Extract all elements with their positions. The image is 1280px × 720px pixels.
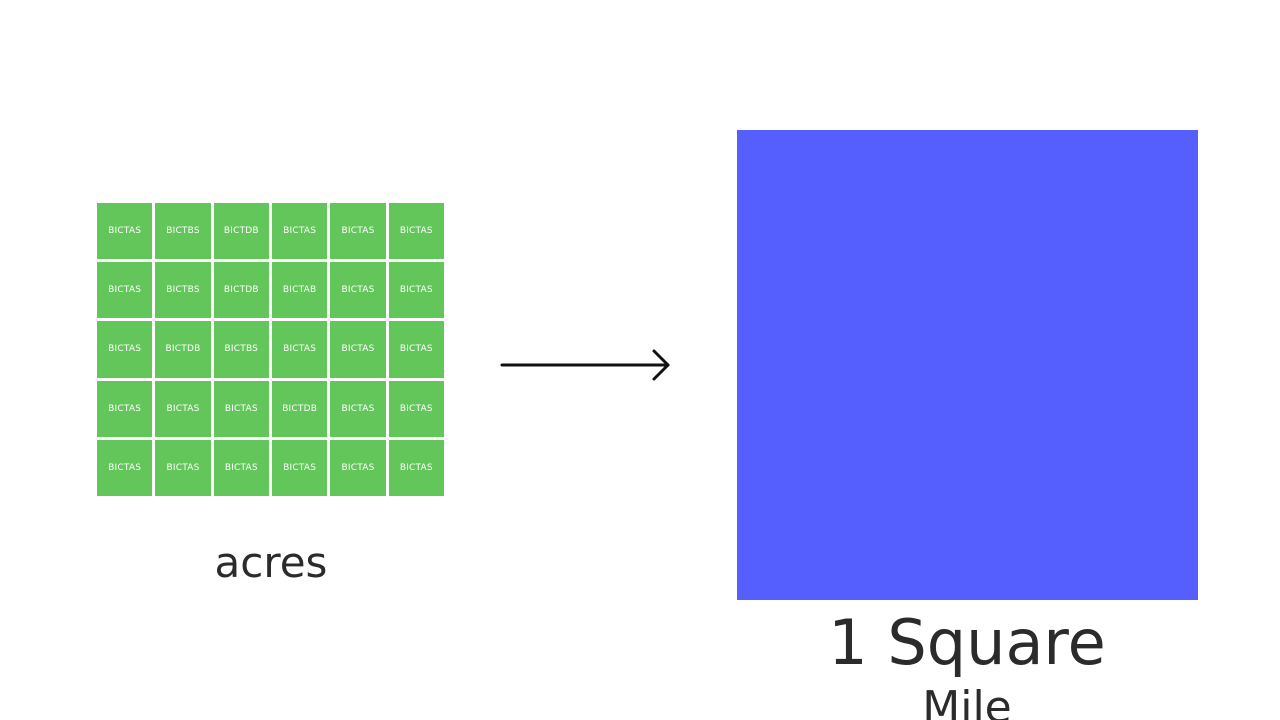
- acre-cell: BICTAS: [330, 262, 386, 319]
- acre-cell: BICTBS: [155, 203, 211, 260]
- acre-cell: BICTAS: [388, 439, 444, 496]
- square-mile-label-unit: Mile: [922, 682, 1012, 720]
- acre-cell: BICTAS: [388, 203, 444, 260]
- acre-cell: BICTAS: [213, 380, 269, 437]
- acre-cell: BICTBS: [213, 321, 269, 378]
- acre-cell: BICTDB: [271, 380, 328, 437]
- acre-cell: BICTDB: [155, 321, 211, 378]
- acre-cell: BICTAS: [97, 380, 153, 437]
- arrow-head: [652, 349, 670, 381]
- acre-cell: BICTAS: [271, 439, 328, 496]
- square-mile-block: [737, 130, 1198, 600]
- acre-cell: BICTAB: [271, 262, 328, 319]
- acre-cell: BICTDB: [213, 262, 269, 319]
- acre-cell: BICTAS: [388, 380, 444, 437]
- acre-cell: BICTDB: [213, 203, 269, 260]
- acres-label: acres: [214, 538, 328, 587]
- acre-cell: BICTAS: [330, 380, 386, 437]
- right-arrow-icon: [500, 349, 670, 381]
- acre-cell: BICTAS: [97, 321, 153, 378]
- acre-cell: BICTAS: [271, 321, 328, 378]
- acre-cell: BICTAS: [271, 203, 328, 260]
- acre-cell: BICTAS: [388, 321, 444, 378]
- acre-cell: BICTAS: [388, 262, 444, 319]
- acre-cell: BICTAS: [330, 203, 386, 260]
- acre-cell: BICTAS: [155, 439, 211, 496]
- acre-cell: BICTAS: [97, 262, 153, 319]
- acre-cell: BICTAS: [330, 321, 386, 378]
- square-mile-label: 1 Square: [828, 606, 1106, 679]
- acre-cell: BICTAS: [97, 203, 153, 260]
- acre-cell: BICTBS: [155, 262, 211, 319]
- acre-cell: BICTAS: [330, 439, 386, 496]
- acre-cell: BICTAS: [155, 380, 211, 437]
- acre-cell: BICTAS: [97, 439, 153, 496]
- acre-cell: BICTAS: [213, 439, 269, 496]
